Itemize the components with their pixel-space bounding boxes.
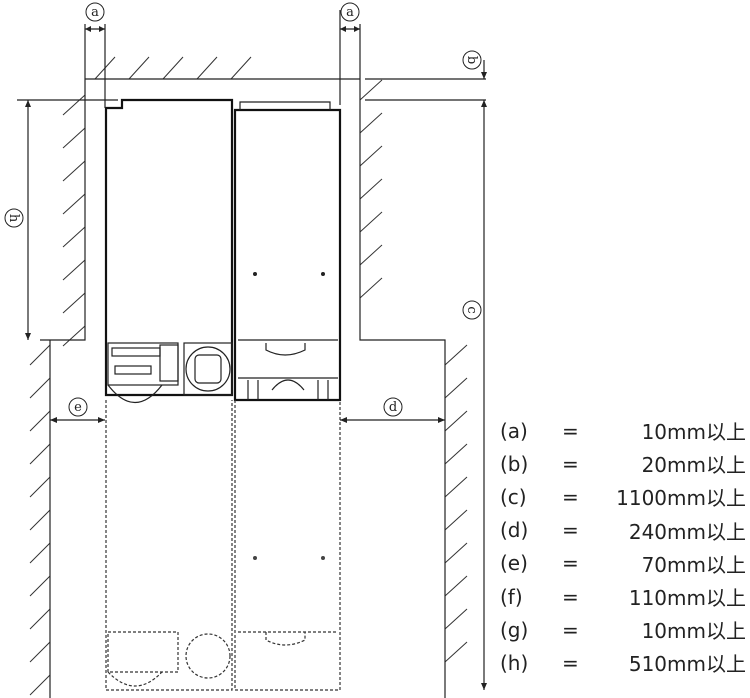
marker-c: c (462, 300, 482, 320)
svg-text:b: b (464, 56, 479, 64)
hatch-line (62, 127, 86, 149)
left-upper-wall (40, 79, 86, 341)
hatch-line (29, 674, 51, 696)
legend-label: (a) (500, 418, 528, 443)
hatch-line (29, 377, 51, 399)
legend-label: (e) (500, 551, 528, 576)
legend-label: (d) (500, 518, 529, 543)
hatch-line (444, 377, 468, 399)
legend-label: (h) (500, 650, 529, 675)
hatch-line (359, 178, 383, 200)
legend-equals: = (562, 650, 579, 675)
hatch-line (162, 56, 184, 80)
hatch-line (62, 94, 86, 116)
svg-text:h: h (6, 214, 21, 223)
marker-h: h (4, 208, 24, 228)
hatch-line (444, 641, 468, 663)
hatch-line (62, 226, 86, 248)
hatch-line (444, 410, 468, 432)
legend-label: (f) (500, 584, 523, 609)
hatch-line (359, 211, 383, 233)
right-wall (359, 79, 446, 698)
hatch-line (29, 476, 51, 498)
hatch-line (444, 542, 468, 564)
marker-e: e (68, 397, 88, 417)
legend-value: 20mm以上 (641, 453, 746, 478)
hatch-line (444, 476, 468, 498)
svg-text:d: d (389, 400, 397, 415)
hatch-line (29, 443, 51, 465)
hatch-line (29, 575, 51, 597)
legend-row: (g) = 10mm以上 (500, 613, 750, 646)
hatch-line (444, 344, 468, 366)
legend-value: 1100mm以上 (616, 486, 746, 511)
hatch-line (29, 641, 51, 663)
hatch-line (230, 56, 252, 80)
hatch-line (62, 292, 86, 314)
legend-value: 510mm以上 (628, 652, 746, 677)
legend-value: 10mm以上 (641, 420, 746, 445)
hatch-line (196, 56, 218, 80)
hatch-line (62, 160, 86, 182)
hatch-line (444, 509, 468, 531)
legend-value: 240mm以上 (628, 519, 746, 544)
legend-value: 70mm以上 (641, 552, 746, 577)
hatch-line (359, 112, 383, 134)
svg-text:e: e (74, 400, 82, 415)
legend-equals: = (562, 484, 579, 509)
legend-row: (h) = 510mm以上 (500, 646, 750, 679)
inverter-unit-left (104, 98, 234, 403)
inverter-unit-right (233, 101, 342, 402)
svg-text:c: c (464, 306, 479, 313)
hatch-line (62, 193, 86, 215)
clearance-legend: (a) = 10mm以上 (b) = 20mm以上 (c) = 1100mm以上 (d) = 240m… (500, 414, 750, 680)
legend-equals: = (562, 418, 579, 443)
dimension-lines (25, 10, 487, 690)
wall-hatching (29, 56, 468, 696)
legend-equals: = (562, 617, 579, 642)
legend-label: (c) (500, 484, 527, 509)
legend-value: 110mm以上 (628, 586, 746, 611)
legend-equals: = (562, 518, 579, 543)
legend-row: (b) = 20mm以上 (500, 447, 750, 480)
hatch-line (359, 277, 383, 299)
marker-b: b (462, 50, 482, 70)
hatch-line (359, 145, 383, 167)
hatch-line (444, 575, 468, 597)
hatch-line (62, 325, 86, 347)
legend-label: (g) (500, 617, 529, 642)
legend-value: 10mm以上 (641, 619, 746, 644)
hatch-line (29, 344, 51, 366)
marker-d: d (383, 397, 403, 417)
hatch-line (444, 443, 468, 465)
hatch-line (444, 608, 468, 630)
legend-row: (e) = 70mm以上 (500, 547, 750, 580)
hatch-line (29, 542, 51, 564)
hatch-line (62, 259, 86, 281)
svg-text:a: a (346, 5, 354, 20)
hatch-line (128, 56, 150, 80)
svg-text:a: a (91, 5, 99, 20)
legend-row: (f) = 110mm以上 (500, 580, 750, 613)
hatch-line (29, 410, 51, 432)
legend-row: (c) = 1100mm以上 (500, 480, 750, 513)
hatch-line (359, 79, 383, 101)
walls (17, 78, 486, 698)
legend-equals: = (562, 584, 579, 609)
legend-label: (b) (500, 451, 529, 476)
hatch-line (29, 509, 51, 531)
legend-row: (a) = 10mm以上 (500, 414, 750, 447)
hatch-line (359, 244, 383, 266)
legend-row: (d) = 240mm以上 (500, 514, 750, 547)
marker-a-left: a (85, 2, 105, 22)
marker-a-right: a (340, 2, 360, 22)
hatch-line (29, 608, 51, 630)
legend-equals: = (562, 451, 579, 476)
legend-equals: = (562, 551, 579, 576)
ghost-unit-lower (105, 400, 341, 691)
